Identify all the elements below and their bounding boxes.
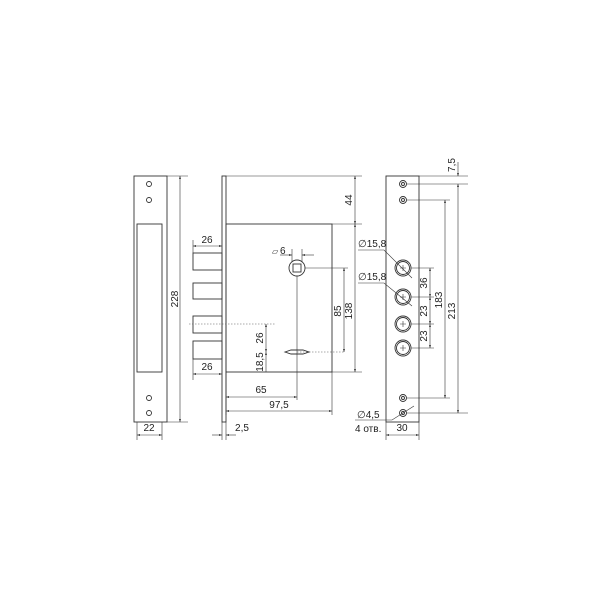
dim-mount-inner: 183 — [434, 291, 445, 308]
dim-body-height: 138 — [344, 302, 355, 319]
dim-spindle-square: 6 — [280, 246, 286, 257]
strike-plate — [133, 175, 188, 440]
label-screw-count: 4 отв. — [355, 424, 381, 435]
faceplate — [355, 162, 468, 440]
dim-backset: 65 — [255, 385, 267, 396]
label-diameter-2: ∅15,8 — [358, 272, 387, 283]
dim-spindle-to-key: 85 — [333, 305, 344, 317]
dim-mount-outer: 213 — [447, 302, 458, 319]
label-square-symbol: ▱ — [272, 247, 279, 256]
dim-top-offset: 44 — [344, 194, 355, 206]
dim-bolt-bottom: 26 — [201, 362, 213, 373]
dim-hole-gap-2: 23 — [419, 305, 430, 317]
dim-strike-width: 22 — [143, 423, 155, 434]
dim-body-depth: 97,5 — [269, 400, 289, 411]
dim-plate-thickness: 2,5 — [235, 423, 249, 434]
lock-body — [189, 175, 362, 440]
dim-top-hole-offset: 7,5 — [447, 158, 458, 172]
dim-key-to-bottom: 18,5 — [255, 352, 266, 372]
dim-faceplate-width: 30 — [396, 423, 408, 434]
dim-key-to-bolt: 26 — [255, 332, 266, 344]
dim-bolt-top: 26 — [201, 235, 213, 246]
label-diameter-1: ∅15,8 — [358, 239, 387, 250]
dim-hole-gap-3: 23 — [419, 330, 430, 342]
dim-hole-gap-1: 36 — [419, 277, 430, 289]
dim-strike-height: 228 — [170, 290, 181, 307]
label-screw-diameter: ∅4,5 — [357, 410, 380, 421]
